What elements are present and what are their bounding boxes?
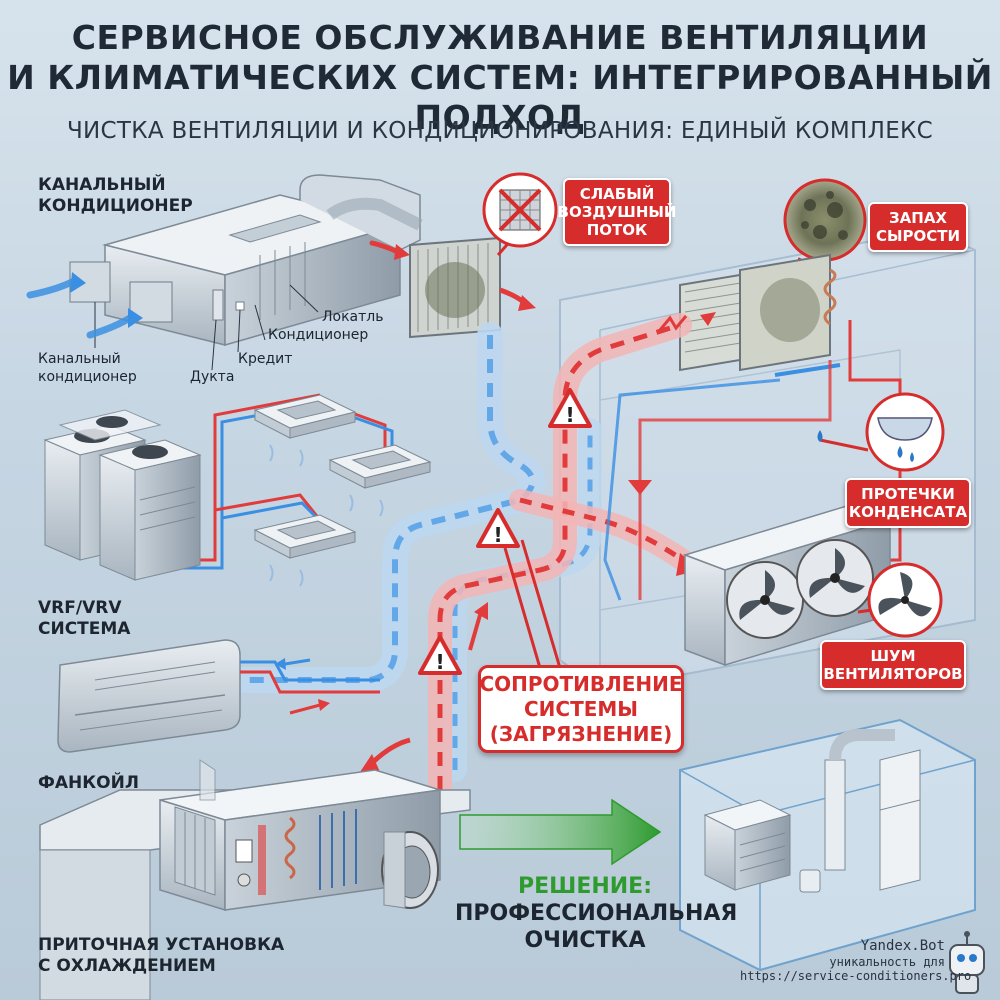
problem-condensate-leak-line1: ПРОТЕЧКИ — [861, 485, 955, 503]
problem-condensate-leak: ПРОТЕЧКИ КОНДЕНСАТА — [845, 478, 971, 528]
problem-damp-smell: ЗАПАХ СЫРОСТИ — [868, 202, 968, 252]
solution-block: РЕШЕНИЕ: ПРОФЕССИОНАЛЬНАЯ ОЧИСТКА — [455, 873, 738, 954]
condensate-drip-icon — [817, 392, 945, 472]
part-label-kredit: Кредит — [238, 351, 293, 367]
solution-label: РЕШЕНИЕ: — [517, 874, 652, 899]
robot-icon — [949, 931, 985, 994]
page-title-line2: И КЛИМАТИЧЕСКИХ СИСТЕМ: ИНТЕГРИРОВАННЫЙ … — [7, 58, 993, 137]
problem-damp-smell-line2: СЫРОСТИ — [875, 227, 961, 245]
svg-text:!: ! — [493, 523, 502, 547]
watermark-line2: https://service-conditioners.pro — [740, 969, 972, 983]
problem-resistance-line1: СОПРОТИВЛЕНИЕ — [479, 671, 683, 696]
part-label-lokatl: Локатль — [322, 309, 384, 325]
part-label-dukta: Дукта — [190, 369, 235, 385]
ducted-ac-title-line2: КОНДИЦИОНЕР — [38, 196, 193, 216]
page-title-line1: СЕРВИСНОЕ ОБСЛУЖИВАНИЕ ВЕНТИЛЯЦИИ — [71, 18, 929, 57]
ahu-label-line2: С ОХЛАЖДЕНИЕМ — [38, 956, 216, 976]
watermark: Yandex.Bot уникальность для https://serv… — [740, 938, 972, 983]
problem-resistance-line2: СИСТЕМЫ — [523, 696, 639, 721]
dirty-evaporator-coil — [679, 253, 841, 377]
problem-damp-smell-line1: ЗАПАХ — [889, 209, 947, 227]
problem-weak-airflow-line2: ВОЗДУШНЫЙ — [557, 203, 677, 221]
vrf-label-line1: VRF/VRV — [38, 598, 122, 618]
fancoil-unit — [57, 639, 380, 753]
vrf-label-line2: СИСТЕМА — [38, 619, 131, 639]
vrf-system-label: VRF/VRV СИСТЕМА — [38, 598, 130, 640]
fancoil-label: ФАНКОЙЛ — [38, 773, 139, 793]
page-subtitle: ЧИСТКА ВЕНТИЛЯЦИИ И КОНДИЦИОНИРОВАНИЯ: Е… — [66, 118, 934, 144]
problem-weak-airflow: СЛАБЫЙ ВОЗДУШНЫЙ ПОТОК — [558, 178, 676, 246]
part-label-konditsioner: Кондиционер — [268, 327, 369, 343]
problem-weak-airflow-line3: ПОТОК — [586, 221, 648, 239]
solution-arrow-icon — [459, 798, 662, 866]
part-label-kanalny-line2: кондиционер — [38, 369, 137, 385]
solution-line1: ПРОФЕССИОНАЛЬНАЯ — [455, 901, 738, 926]
problem-weak-airflow-line1: СЛАБЫЙ — [579, 185, 655, 203]
problem-system-resistance: СОПРОТИВЛЕНИЕ СИСТЕМЫ (ЗАГРЯЗНЕНИЕ) — [478, 665, 684, 753]
solution-line2: ОЧИСТКА — [524, 928, 646, 953]
watermark-line1: уникальность для — [829, 955, 945, 969]
clogged-filter — [409, 236, 536, 339]
ahu-label: ПРИТОЧНАЯ УСТАНОВКА С ОХЛАЖДЕНИЕМ — [38, 935, 284, 977]
problem-fan-noise: ШУМ ВЕНТИЛЯТОРОВ — [820, 640, 966, 690]
warm-air-duct — [360, 312, 716, 802]
cassette-units — [253, 394, 432, 587]
clean-room-result — [679, 718, 976, 972]
supply-air-handling-unit — [39, 759, 471, 1000]
ducted-ac-title-line1: КАНАЛЬНЫЙ — [38, 175, 166, 195]
svg-text:!: ! — [565, 403, 574, 427]
problem-resistance-line3: (ЗАГРЯЗНЕНИЕ) — [489, 721, 673, 746]
warning-triangle-icons: ! ! ! — [418, 388, 592, 675]
part-label-kanalny-line1: Канальный — [38, 351, 121, 367]
problem-fan-noise-line1: ШУМ — [870, 647, 916, 665]
ahu-label-line1: ПРИТОЧНАЯ УСТАНОВКА — [38, 935, 285, 955]
blocked-filter-icon — [482, 172, 558, 256]
svg-text:!: ! — [435, 650, 444, 674]
vrf-outdoor-units — [43, 409, 202, 581]
watermark-bot-name: Yandex.Bot — [860, 938, 945, 954]
outdoor-condenser-unit — [682, 504, 893, 667]
fan-noise-icon — [857, 562, 943, 638]
ducted-ac-title: КАНАЛЬНЫЙ КОНДИЦИОНЕР — [38, 175, 193, 217]
problem-fan-noise-line2: ВЕНТИЛЯТОРОВ — [823, 665, 963, 683]
ducted-ac-unit — [26, 174, 423, 371]
problem-condensate-leak-line2: КОНДЕНСАТА — [848, 503, 968, 521]
part-label-kanalny: Канальный кондиционер — [38, 350, 137, 386]
